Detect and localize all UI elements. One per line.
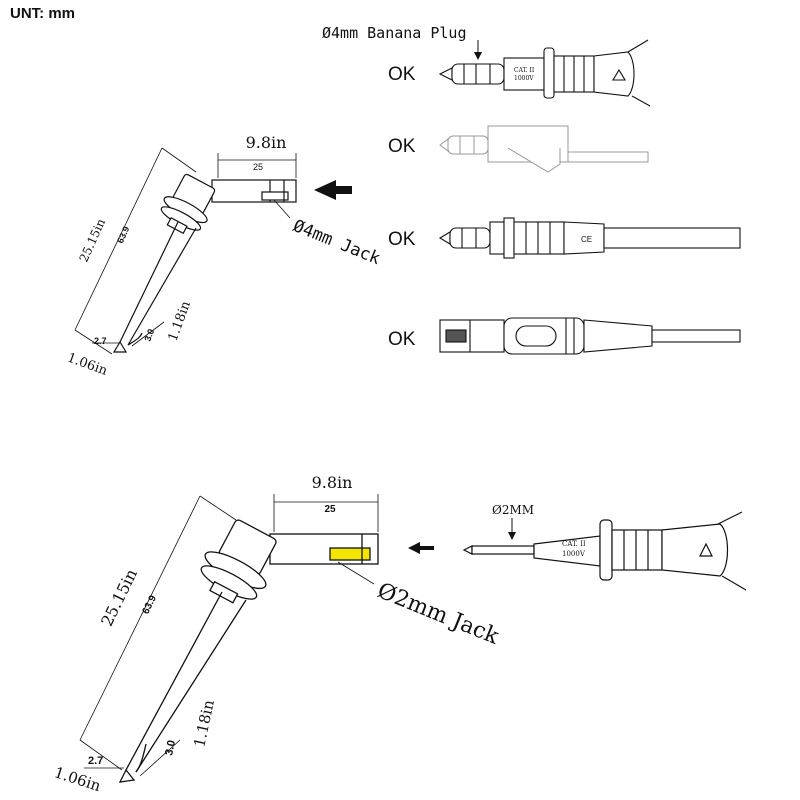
bottom-probe-cat: CAT. II	[562, 540, 586, 548]
ok-label-4: OK	[388, 329, 416, 350]
banana-plug-probe	[438, 39, 651, 107]
top-hook-in: 1.18in	[166, 299, 194, 344]
banana-plug-voltage: 1000V	[514, 75, 534, 82]
top-width-in: 9.8in	[246, 133, 287, 152]
top-jack-leader	[273, 199, 291, 219]
bottom-jack-leader	[337, 561, 375, 585]
unit-label: UNT: mm	[10, 5, 76, 22]
bottom-length-in: 25.15in	[97, 566, 141, 629]
ce-mark: CE	[581, 235, 592, 244]
top-length-mm: 63.9	[115, 225, 131, 245]
top-test-hook	[112, 173, 297, 353]
top-insert-arrow	[314, 180, 352, 200]
banana-plug-cat: CAT. II	[514, 67, 535, 74]
bottom-probe-voltage: 1000V	[562, 550, 586, 558]
shrouded-plug	[439, 317, 741, 355]
bottom-pin-arrow	[508, 518, 516, 540]
bottom-width-mm: 25	[324, 504, 336, 515]
top-tip-mm: 2.7	[94, 336, 107, 346]
bottom-pin-label: Ø2MM	[492, 503, 534, 517]
top-length-in: 25.15in	[77, 216, 109, 264]
top-jack-label: Ø4mm Jack	[290, 216, 383, 269]
ce-banana-plug	[438, 217, 741, 259]
banana-plug-label: Ø4mm Banana Plug	[322, 24, 467, 42]
bottom-jack-label: Ø2mm Jack	[374, 578, 503, 650]
bottom-2mm-probe	[462, 511, 747, 591]
ok-label-2: OK	[388, 136, 416, 157]
banana-plug-arrow	[474, 40, 482, 60]
bottom-width-in: 9.8in	[312, 473, 353, 492]
stackable-banana-plug	[439, 125, 649, 173]
top-tip-in: 1.06in	[65, 351, 110, 379]
ok-label-3: OK	[388, 229, 416, 250]
bottom-test-hook	[118, 519, 379, 783]
bottom-hook-mm: 3.0	[163, 739, 178, 756]
top-width-mm: 25	[253, 162, 263, 172]
bottom-insert-arrow	[408, 542, 434, 554]
bottom-dimension-lines	[79, 494, 379, 777]
bottom-hook-in: 1.18in	[190, 698, 218, 749]
bottom-tip-mm: 2.7	[88, 755, 103, 767]
top-dimension-lines	[74, 147, 297, 355]
bottom-length-mm: 63.9	[141, 593, 160, 616]
ok-label-1: OK	[388, 64, 416, 85]
top-hook-mm: 3.0	[142, 328, 156, 343]
